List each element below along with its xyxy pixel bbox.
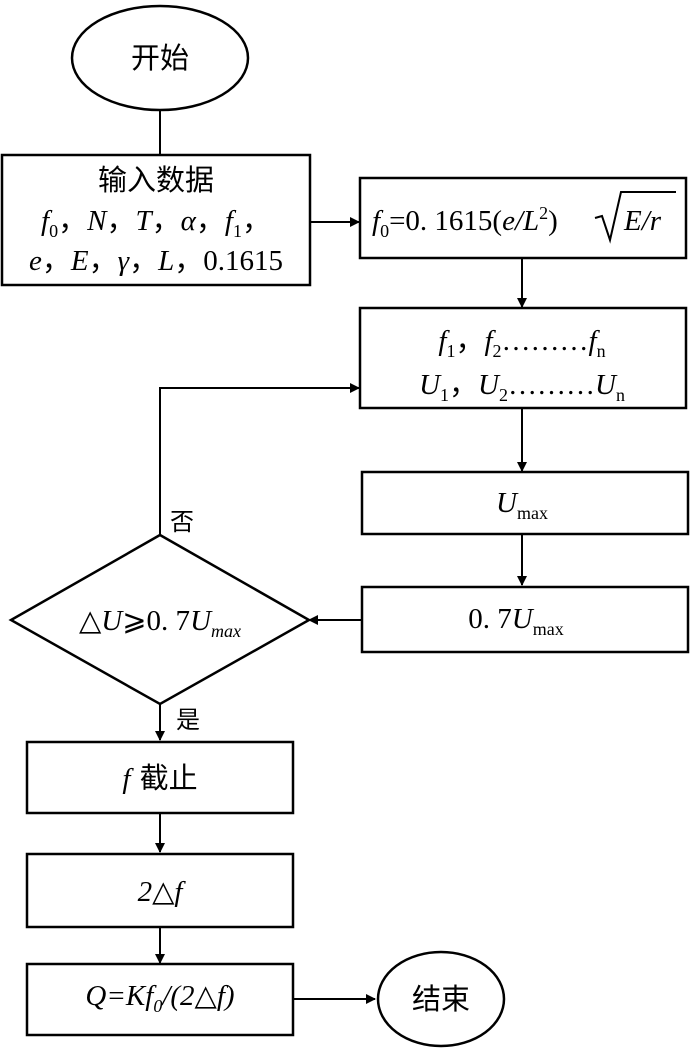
yes-label: 是 xyxy=(176,706,200,734)
q-formula: Q=Kf0/(2△f) xyxy=(85,980,234,1016)
start-node xyxy=(70,4,250,112)
input-params-line1: f0，N，T，α，f1， xyxy=(41,205,271,241)
sqrt-radicand: E/r xyxy=(623,205,662,237)
no-label: 否 xyxy=(170,508,194,536)
frequency-amplitude-box xyxy=(358,306,688,410)
end-node xyxy=(376,950,506,1048)
cutoff-box xyxy=(25,740,295,815)
sqrt-symbol xyxy=(594,191,676,244)
two-delta-f-label: 2△f xyxy=(138,876,187,908)
cutoff-label: f 截止 xyxy=(122,761,197,795)
umax07-box xyxy=(360,585,690,654)
frequency-list: f1，f2………fn xyxy=(438,325,605,361)
input-data-box xyxy=(0,153,312,287)
arrow-no-loop xyxy=(159,383,360,535)
decision-diamond xyxy=(8,533,312,706)
umax07-label: 0. 7Umax xyxy=(468,603,563,639)
umax-label: Umax xyxy=(496,487,548,523)
decision-condition: △U⩾0. 7Umax xyxy=(79,605,241,641)
q-formula-box xyxy=(25,962,295,1037)
input-title: 输入数据 xyxy=(98,163,214,197)
start-label: 开始 xyxy=(131,41,189,75)
input-params-line2: e，E，γ，L，0.1615 xyxy=(29,245,283,277)
umax-box xyxy=(360,470,690,536)
end-label: 结束 xyxy=(412,982,470,1016)
two-delta-f-box xyxy=(25,852,295,929)
amplitude-list: U1，U2………Un xyxy=(419,369,625,405)
f0-formula: f0=0. 1615(e/L2) xyxy=(372,203,558,241)
